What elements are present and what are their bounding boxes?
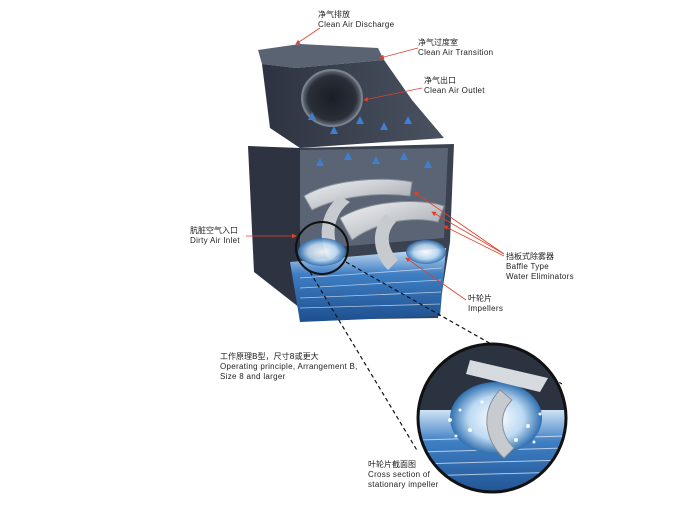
label-clean-air-outlet-zh: 净气出口 (424, 76, 456, 85)
label-impellers-en: Impellers (468, 304, 504, 313)
label-operating-principle-en2: Size 8 and larger (220, 372, 286, 381)
label-impellers-zh: 叶轮片 (468, 294, 492, 303)
label-clean-air-outlet: 净气出口 Clean Air Outlet (424, 76, 485, 96)
label-baffle-en1: Baffle Type (506, 262, 550, 271)
clean-air-outlet-duct (301, 69, 363, 127)
discharge-hood-top (258, 44, 384, 68)
label-baffle-en2: Water Eliminators (506, 272, 574, 281)
label-cross-section-zh: 叶轮片截面图 (368, 460, 416, 469)
label-operating-principle: 工作原理B型，尺寸8或更大 Operating principle, Arran… (220, 352, 358, 382)
label-clean-air-discharge-zh: 净气排放 (318, 10, 350, 19)
housing-left-wall (248, 146, 300, 308)
water-swirl-left (298, 238, 346, 266)
label-clean-air-discharge: 净气排放 Clean Air Discharge (318, 10, 394, 30)
cross-section-view (416, 342, 568, 494)
label-cross-section: 叶轮片截面图 Cross section of stationary impel… (368, 460, 439, 490)
clean-air-flow-arrows (308, 112, 432, 168)
label-clean-air-discharge-en: Clean Air Discharge (318, 20, 395, 29)
label-clean-air-transition-zh: 净气过度室 (418, 38, 458, 47)
label-clean-air-transition-en: Clean Air Transition (418, 48, 494, 57)
label-clean-air-transition: 净气过度室 Clean Air Transition (418, 38, 493, 58)
label-dirty-air-inlet-zh: 肮脏空气入口 (190, 226, 238, 235)
label-operating-principle-en1: Operating principle, Arrangement B, (220, 362, 358, 371)
label-operating-principle-zh: 工作原理B型，尺寸8或更大 (220, 352, 319, 361)
magnify-source-circle (295, 221, 349, 275)
label-clean-air-outlet-en: Clean Air Outlet (424, 86, 485, 95)
label-baffle-zh: 挡板式除雾器 (506, 252, 554, 261)
label-baffle-eliminators: 挡板式除雾器 Baffle Type Water Eliminators (506, 252, 574, 282)
water-swirl-right (406, 240, 446, 264)
housing-interior (300, 148, 448, 250)
label-dirty-air-inlet-en: Dirty Air Inlet (190, 236, 240, 245)
impeller-blade-right (374, 214, 398, 270)
label-dirty-air-inlet: 肮脏空气入口 Dirty Air Inlet (190, 226, 240, 246)
label-cross-section-en1: Cross section of (368, 470, 431, 479)
label-cross-section-en2: stationary impeller (368, 480, 439, 489)
label-impellers: 叶轮片 Impellers (468, 294, 503, 314)
